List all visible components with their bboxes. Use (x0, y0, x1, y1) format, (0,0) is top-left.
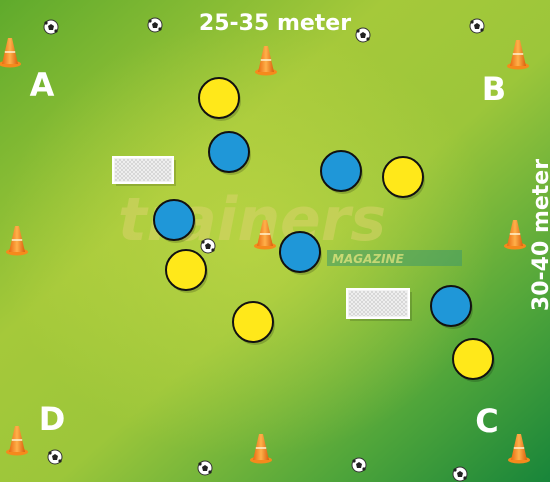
training-cone (508, 434, 530, 464)
training-cone (250, 434, 272, 464)
player-blue (279, 231, 322, 275)
watermark-band (327, 250, 462, 266)
training-cone (0, 38, 21, 68)
ball (355, 27, 371, 43)
training-cone (255, 46, 277, 76)
ball (147, 17, 163, 33)
ball (43, 19, 59, 35)
player-blue (320, 150, 363, 194)
player-blue (208, 131, 251, 175)
length-dimension-label: 30-40 meter (529, 159, 550, 311)
corner-label-b: B (482, 70, 506, 108)
ball (197, 460, 213, 476)
corner-label-a: A (30, 66, 55, 104)
player-yellow (165, 249, 208, 293)
cones-layer (0, 38, 530, 464)
corner-label-c: C (475, 402, 498, 440)
training-cone (504, 220, 526, 250)
training-cone (6, 226, 28, 256)
ball (200, 238, 216, 254)
player-yellow (382, 156, 425, 200)
mini-goal (346, 288, 412, 321)
width-dimension-label: 25-35 meter (199, 11, 351, 36)
players-layer (153, 77, 495, 382)
ball (469, 18, 485, 34)
watermark-sub: MAGAZINE (332, 252, 405, 266)
training-cone (507, 40, 529, 70)
training-cone (6, 426, 28, 456)
player-yellow (452, 338, 495, 382)
player-yellow (198, 77, 241, 121)
ball (47, 449, 63, 465)
training-cone (254, 220, 276, 250)
player-blue (153, 199, 196, 243)
player-blue (430, 285, 473, 329)
corner-label-d: D (39, 400, 66, 438)
player-yellow (232, 301, 275, 345)
goals-layer (112, 156, 412, 321)
ball (351, 457, 367, 473)
ball (452, 466, 468, 482)
balls-layer (43, 17, 485, 482)
mini-goal (112, 156, 176, 186)
